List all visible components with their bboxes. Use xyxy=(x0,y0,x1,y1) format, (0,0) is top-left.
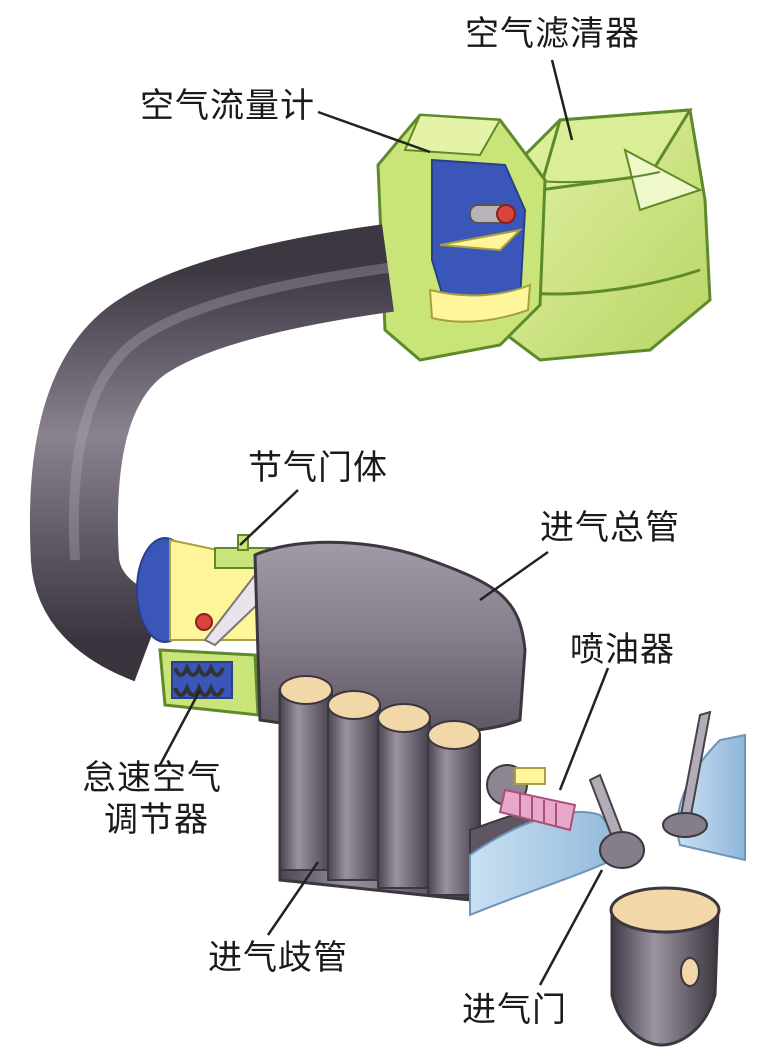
intake-hose-shape xyxy=(29,224,394,682)
idle-air-regulator-shape xyxy=(158,648,260,717)
throttle-body-shape xyxy=(136,534,271,647)
leader-idle-air-regulator xyxy=(158,689,202,766)
intake-valve-shape xyxy=(588,773,645,869)
piston-shape xyxy=(609,886,721,1047)
injector-shape xyxy=(486,764,577,832)
leader-throttle-body xyxy=(239,489,299,546)
leader-intake-plenum xyxy=(479,550,549,602)
exhaust-port-shape xyxy=(662,710,746,862)
leader-intake-valve xyxy=(538,869,604,986)
leader-intake-branch-pipe xyxy=(266,861,320,936)
label-air-flow-meter: 空气流量计 xyxy=(140,86,315,126)
label-intake-valve: 进气门 xyxy=(462,990,567,1030)
leader-lines xyxy=(158,59,610,986)
label-intake-manifold-main: 进气总管 xyxy=(540,508,680,548)
leader-air-filter xyxy=(550,59,574,141)
label-idle-air-regulator-line1: 怠速空气 xyxy=(82,758,222,798)
label-injector: 喷油器 xyxy=(570,630,675,670)
air-filter-shape xyxy=(498,108,712,362)
label-air-filter: 空气滤清器 xyxy=(465,14,640,54)
air-flow-meter-shape xyxy=(376,113,547,362)
leader-injector xyxy=(558,667,610,791)
intake-runners-shape xyxy=(278,675,562,902)
leader-air-flow-meter xyxy=(317,110,431,154)
label-intake-branch-pipe: 进气歧管 xyxy=(208,938,348,978)
label-throttle-body: 节气门体 xyxy=(248,448,388,488)
label-idle-air-regulator-line2: 调节器 xyxy=(104,800,209,840)
